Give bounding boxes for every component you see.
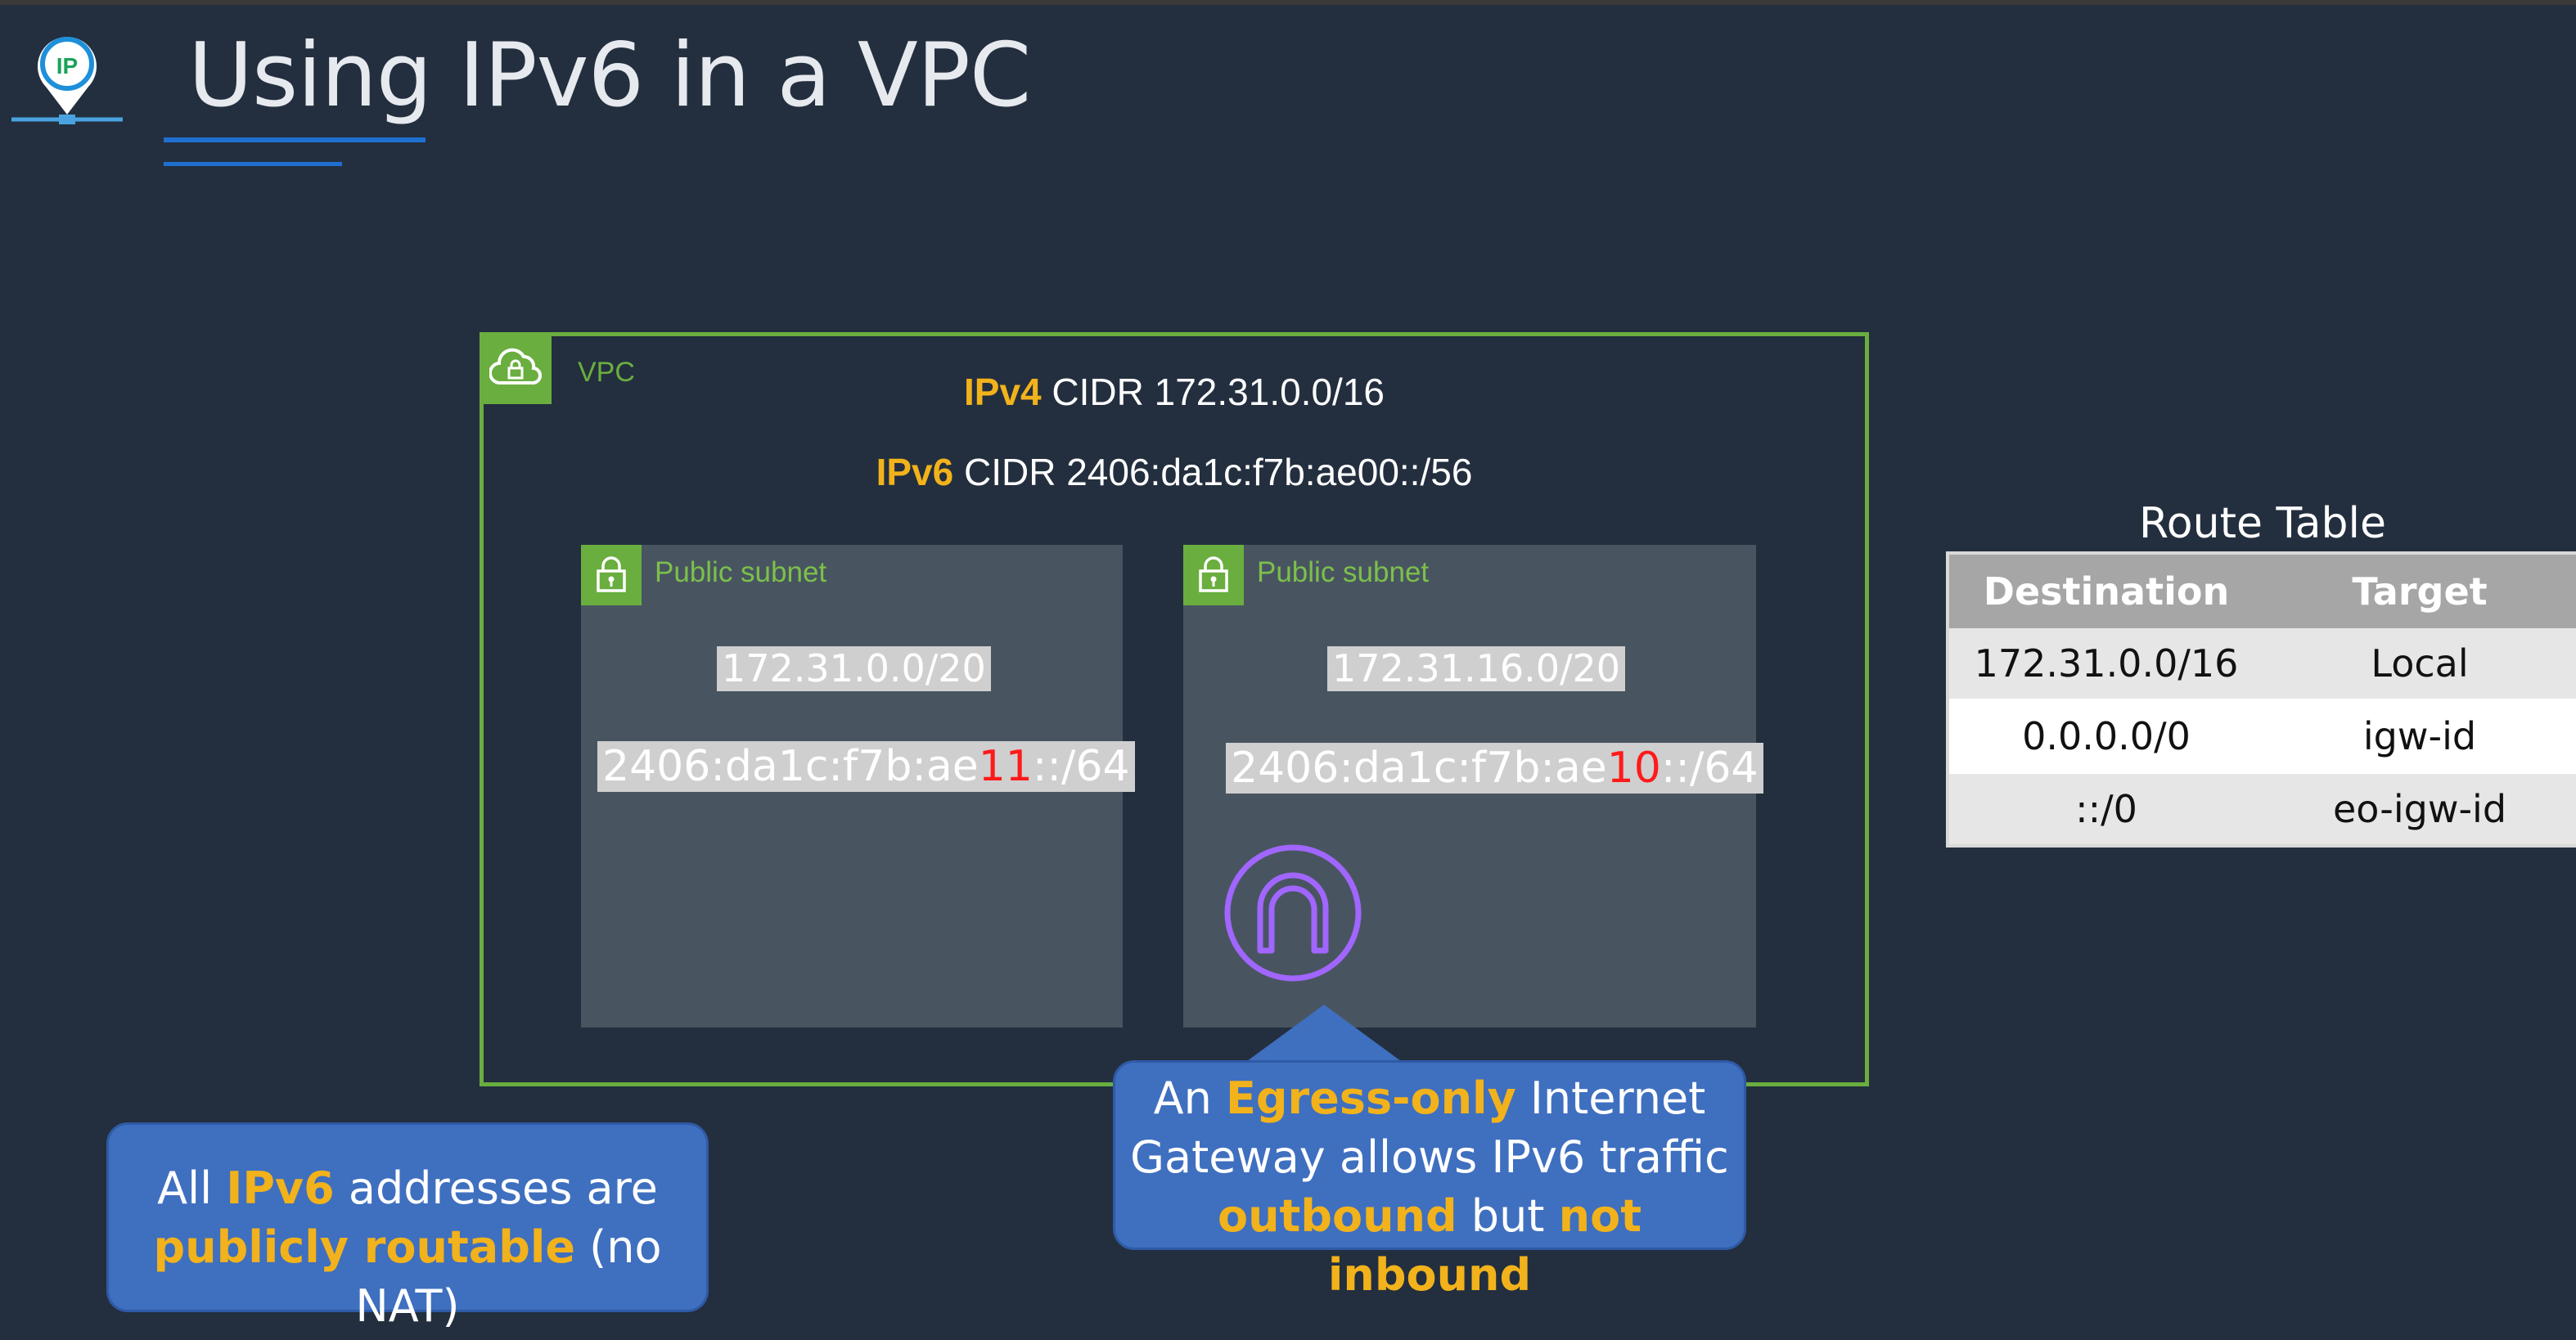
table-row: 172.31.0.0/16 Local (1949, 628, 2576, 699)
callout-line-2: Gateway allows IPv6 traffic (1130, 1131, 1729, 1183)
callout-line-3: outbound but not inbound (1217, 1190, 1642, 1301)
vpc-cloud-lock-icon (480, 332, 552, 404)
route-target: Local (2371, 641, 2469, 686)
callout-line-2: publicly routable (no NAT) (153, 1221, 662, 1332)
route-table: Destination Target 172.31.0.0/16 Local 0… (1946, 551, 2576, 848)
ip-globe-logo-icon: IP (7, 18, 129, 133)
ipv4-highlight: IPv4 (963, 371, 1042, 413)
route-target: igw-id (2362, 714, 2477, 758)
route-destination: ::/0 (2075, 787, 2137, 831)
route-destination: 172.31.0.0/16 (1974, 641, 2239, 686)
subnet-ipv6-cidr: 2406:da1c:f7b:ae10::/64 (1226, 743, 1763, 794)
public-subnet-1: Public subnet 172.31.0.0/20 2406:da1c:f7… (581, 545, 1135, 1027)
header-target: Target (2352, 569, 2488, 614)
header-destination: Destination (1983, 569, 2230, 614)
subnet-label: Public subnet (655, 556, 827, 588)
callout-pointer (1244, 1005, 1404, 1063)
ipv6-highlight: IPv6 (876, 451, 954, 493)
ipv6-public-callout: All IPv6 addresses are publicly routable… (106, 1122, 709, 1332)
ipv4-cidr-value: CIDR 172.31.0.0/16 (1041, 371, 1385, 413)
egress-only-gateway-icon (1219, 839, 1367, 987)
vpc-label: VPC (578, 357, 635, 388)
svg-text:IP: IP (56, 53, 78, 79)
subnet-lock-icon (581, 545, 642, 605)
egress-only-callout: An Egress-only Internet Gateway allows I… (1113, 1060, 1746, 1301)
subnet-ipv4-cidr: 172.31.0.0/20 (717, 646, 991, 692)
subnet-ipv6-cidr: 2406:da1c:f7b:ae11::/64 (597, 741, 1135, 793)
table-row: ::/0 eo-igw-id (1949, 771, 2576, 844)
route-table-title: Route Table (2139, 499, 2386, 548)
title-underline (164, 137, 426, 142)
subnet-lock-icon (1183, 545, 1244, 605)
route-target: eo-igw-id (2332, 787, 2507, 831)
page-title: Using IPv6 in a VPC (188, 25, 1031, 127)
ipv6-cidr-value: CIDR 2406:da1c:f7b:ae00::/56 (953, 451, 1473, 493)
callout-line-1: An Egress-only Internet (1153, 1072, 1706, 1124)
table-row: 0.0.0.0/0 igw-id (1949, 699, 2576, 771)
vpc-ipv6-cidr: IPv6 CIDR 2406:da1c:f7b:ae00::/56 (480, 450, 1869, 494)
route-table-header: Destination Target (1949, 555, 2576, 628)
top-border (0, 0, 2576, 5)
route-destination: 0.0.0.0/0 (2022, 714, 2191, 758)
vpc-ipv4-cidr: IPv4 CIDR 172.31.0.0/16 (480, 370, 1869, 414)
callout-line-1: All IPv6 addresses are (157, 1162, 658, 1214)
public-subnet-2: Public subnet 172.31.16.0/20 2406:da1c:f… (1183, 545, 1763, 1027)
subnet-label: Public subnet (1257, 556, 1430, 588)
title-underline-short (164, 162, 342, 166)
subnet-ipv4-cidr: 172.31.16.0/20 (1327, 646, 1626, 692)
